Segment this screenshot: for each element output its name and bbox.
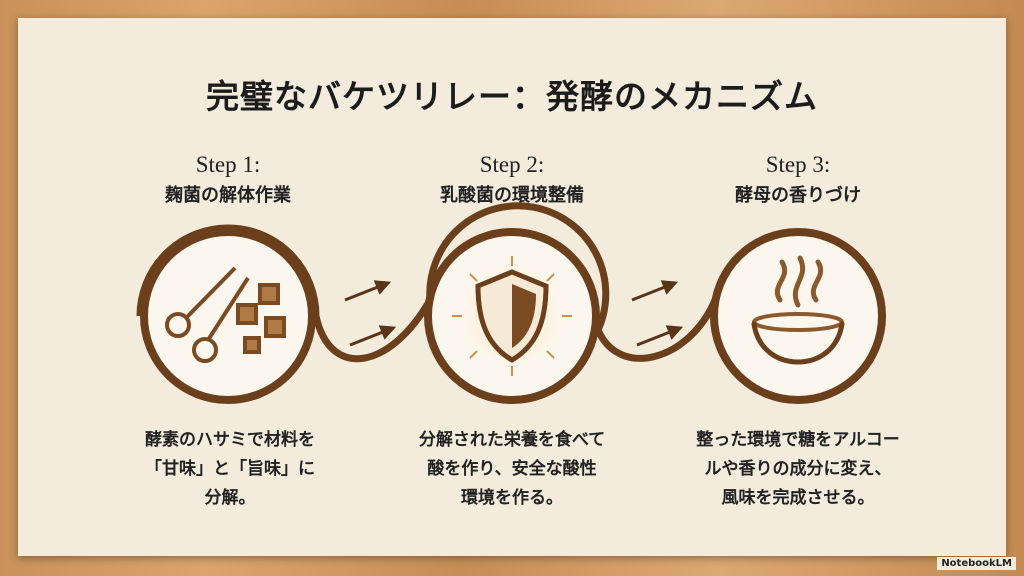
notebooklm-badge: NotebookLM (937, 557, 1016, 570)
arrow-icon (349, 325, 397, 347)
step-2-name: 乳酸菌の環境整備 (440, 185, 584, 206)
step-1-number: Step 1: (195, 152, 261, 177)
desc-line: 整った環境で糖をアルコー (696, 430, 900, 450)
flow-arrows (344, 280, 684, 347)
step-1-description: 酵素のハサミで材料を 「甘味」と「旨味」に 分解。 (90, 426, 370, 513)
arrow-icon (344, 280, 392, 302)
scissors-cubes-icon (165, 266, 286, 363)
desc-line: ルや香りの成分に変え、 (704, 459, 892, 479)
desc-line: 風味を完成させる。 (721, 488, 875, 508)
slide-title: 完璧なバケツリレー：発酵のメカニズム (206, 77, 818, 116)
step-3-name: 酵母の香りづけ (735, 185, 861, 206)
arrow-icon (636, 325, 684, 347)
desc-line: 酸を作り、安全な酸性 (427, 459, 597, 479)
shield-icon (450, 254, 574, 378)
step-2-number: Step 2: (479, 152, 545, 177)
desc-line: 分解。 (204, 488, 256, 508)
step-1-name: 麹菌の解体作業 (165, 185, 291, 206)
arrow-icon (631, 280, 679, 302)
desc-line: 分解された栄養を食べて (418, 430, 606, 450)
steaming-bowl-icon (751, 255, 845, 365)
desc-line: 酵素のハサミで材料を (145, 430, 315, 450)
desc-line: 「甘味」と「旨味」に (145, 459, 315, 479)
step-2-description: 分解された栄養を食べて 酸を作り、安全な酸性 環境を作る。 (372, 426, 652, 513)
desc-line: 環境を作る。 (461, 488, 563, 508)
step-3-number: Step 3: (765, 152, 831, 177)
step-3-description: 整った環境で糖をアルコー ルや香りの成分に変え、 風味を完成させる。 (658, 426, 938, 513)
circle-step-1 (140, 228, 316, 404)
